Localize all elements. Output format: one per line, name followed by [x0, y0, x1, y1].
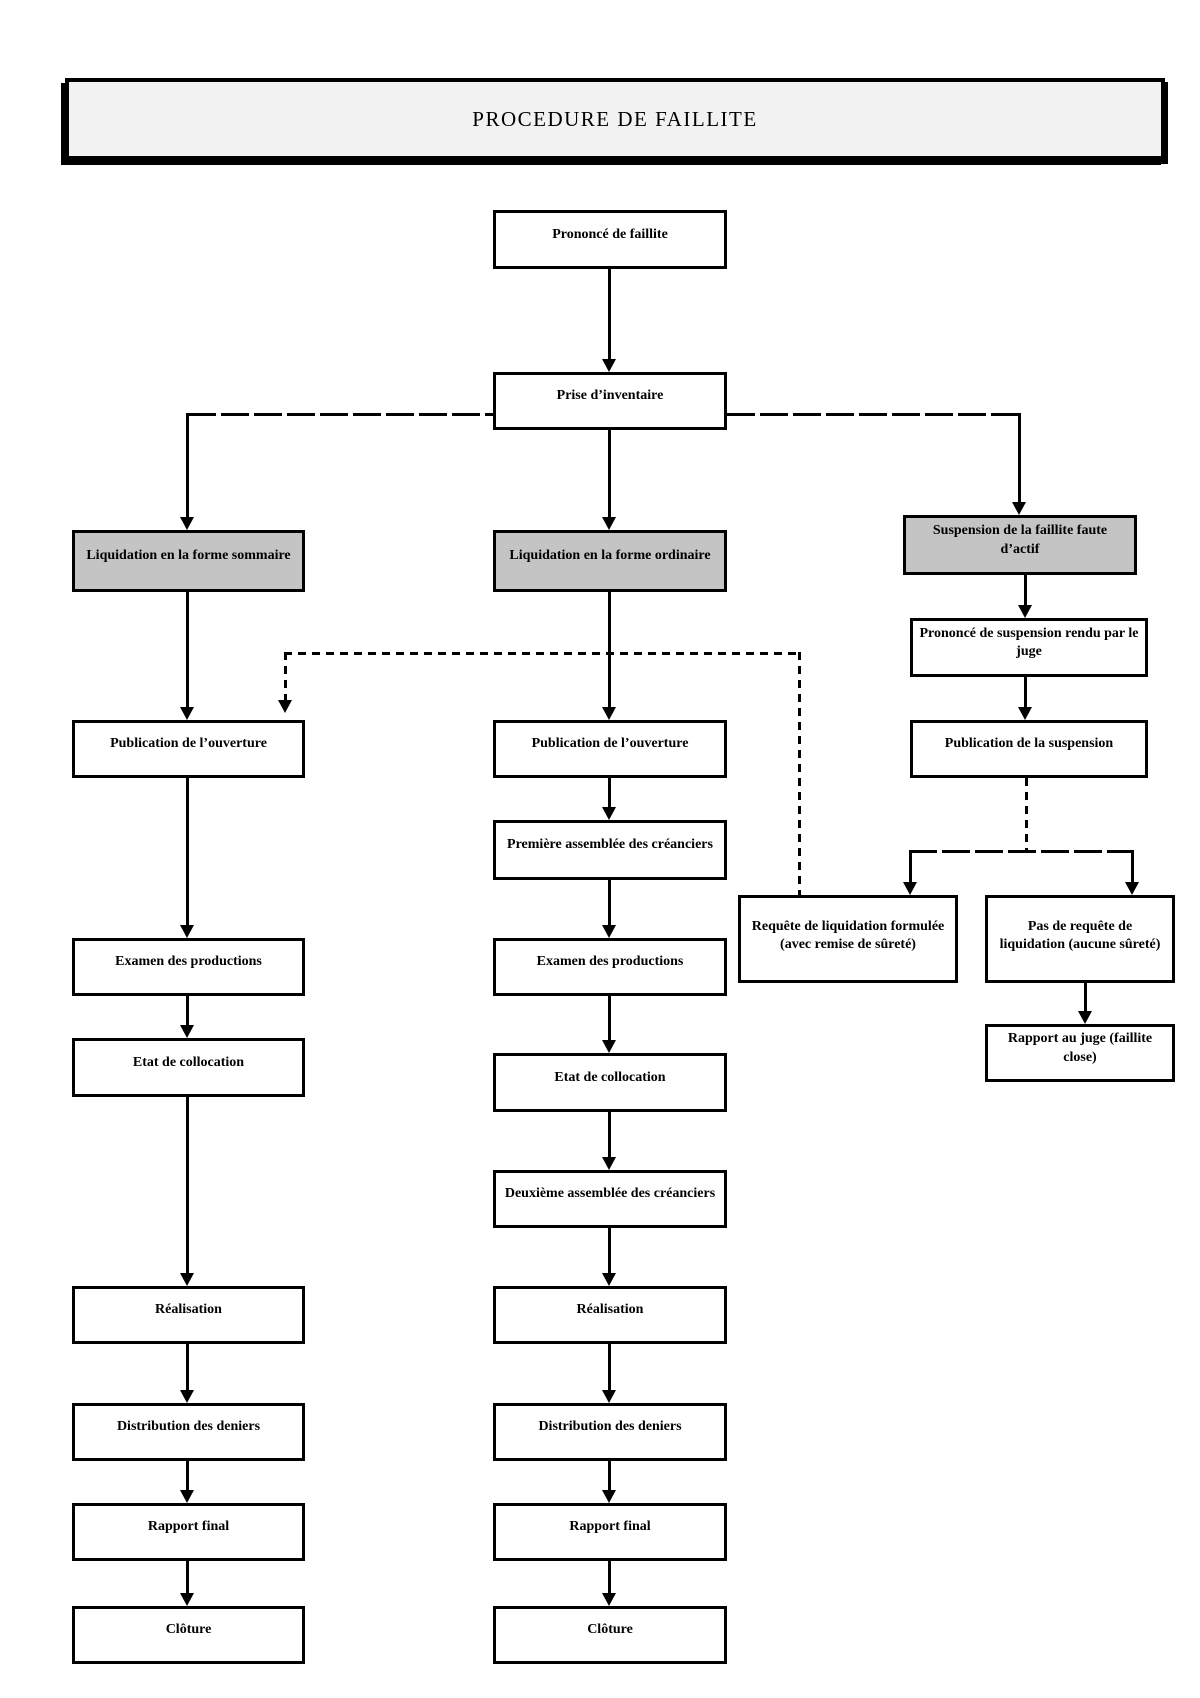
edge-rapport-cloture-ord-arrowhead: [602, 1593, 616, 1606]
edge-prononce-prise-arrowhead: [602, 359, 616, 372]
node-examen-productions-ordinaire: Examen des productions: [493, 938, 727, 996]
return-path-horizontal: [284, 652, 800, 655]
node-publication-suspension: Publication de la suspension: [910, 720, 1148, 778]
edge-prise-ordinaire-line: [608, 430, 611, 517]
node-liquidation-ordinaire: Liquidation en la forme ordinaire: [493, 530, 727, 592]
edge-publication-premiere-line: [608, 778, 611, 807]
edge-pasrequete-rapportjuge-arrowhead: [1078, 1011, 1092, 1024]
node-distribution-deniers-sommaire: Distribution des deniers: [72, 1403, 305, 1461]
edge-prise-sommaire-arrowhead: [180, 517, 194, 530]
node-premiere-assemblee: Première assemblée des créanciers: [493, 820, 727, 880]
node-rapport-au-juge: Rapport au juge (faillite close): [985, 1024, 1175, 1082]
edge-sommaire-publication-arrowhead: [180, 707, 194, 720]
edge-suspension-prononce-line: [1024, 575, 1027, 605]
edge-deuxieme-realisation-arrowhead: [602, 1273, 616, 1286]
edge-distribution-rapport-som-line: [186, 1461, 189, 1490]
node-prononce-de-faillite: Prononcé de faillite: [493, 210, 727, 269]
edge-premiere-examen-line: [608, 880, 611, 925]
node-realisation-sommaire: Réalisation: [72, 1286, 305, 1344]
node-etat-collocation-ordinaire: Etat de collocation: [493, 1053, 727, 1112]
edge-distribution-rapport-som-arrowhead: [180, 1490, 194, 1503]
edge-deuxieme-realisation-line: [608, 1228, 611, 1273]
edge-prise-suspension-line: [1018, 413, 1021, 502]
node-realisation-ordinaire: Réalisation: [493, 1286, 727, 1344]
edge-etat-realisation-som-arrowhead: [180, 1273, 194, 1286]
edge-sommaire-publication-line: [186, 592, 189, 707]
fork-left-arm-line: [909, 850, 912, 883]
node-liquidation-sommaire: Liquidation en la forme sommaire: [72, 530, 305, 592]
edge-prise-suspension-arrowhead: [1012, 502, 1026, 515]
edge-prise-ordinaire-arrowhead: [602, 517, 616, 530]
node-prise-inventaire: Prise d’inventaire: [493, 372, 727, 430]
node-requete-liquidation: Requête de liquidation formulée (avec re…: [738, 895, 958, 983]
edge-etat-deuxieme-arrowhead: [602, 1157, 616, 1170]
edge-publication-examen-som-line: [186, 778, 189, 925]
edge-ordinaire-publication-arrowhead: [602, 707, 616, 720]
edge-prise-sommaire-line: [186, 413, 189, 517]
diagram-title: PROCEDURE DE FAILLITE: [472, 106, 758, 131]
return-path-right-vertical: [798, 652, 801, 895]
edge-publication-premiere-arrowhead: [602, 807, 616, 820]
branch-line-left: [188, 413, 493, 416]
branch-line-right: [727, 413, 1019, 416]
node-deuxieme-assemblee: Deuxième assemblée des créanciers: [493, 1170, 727, 1228]
edge-examen-etat-ord-line: [608, 996, 611, 1040]
node-cloture-ordinaire: Clôture: [493, 1606, 727, 1664]
fork-right-arm-arrowhead: [1125, 882, 1139, 895]
fork-right-arm-line: [1131, 850, 1134, 883]
fork-stem-dashed-line: [1025, 778, 1028, 850]
node-prononce-suspension: Prononcé de suspension rendu par le juge: [910, 618, 1148, 677]
edge-prononce-publication-susp-arrowhead: [1018, 707, 1032, 720]
return-path-left-vertical: [284, 652, 287, 701]
node-etat-collocation-sommaire: Etat de collocation: [72, 1038, 305, 1097]
edge-etat-deuxieme-line: [608, 1112, 611, 1157]
return-path-arrowhead: [278, 700, 292, 713]
node-suspension-faillite: Suspension de la faillite faute d’actif: [903, 515, 1137, 575]
edge-examen-etat-ord-arrowhead: [602, 1040, 616, 1053]
edge-examen-etat-som-line: [186, 996, 189, 1025]
diagram-title-box: PROCEDURE DE FAILLITE: [65, 78, 1165, 160]
node-cloture-sommaire: Clôture: [72, 1606, 305, 1664]
node-rapport-final-ordinaire: Rapport final: [493, 1503, 727, 1561]
edge-distribution-rapport-ord-arrowhead: [602, 1490, 616, 1503]
edge-etat-realisation-som-line: [186, 1097, 189, 1273]
edge-realisation-distribution-ord-line: [608, 1344, 611, 1390]
edge-rapport-cloture-som-line: [186, 1561, 189, 1593]
edge-distribution-rapport-ord-line: [608, 1461, 611, 1490]
edge-prononce-prise-line: [608, 269, 611, 359]
node-rapport-final-sommaire: Rapport final: [72, 1503, 305, 1561]
edge-prononce-publication-susp-line: [1024, 677, 1027, 707]
edge-realisation-distribution-ord-arrowhead: [602, 1390, 616, 1403]
edge-pasrequete-rapportjuge-line: [1084, 983, 1087, 1011]
node-publication-ouverture-sommaire: Publication de l’ouverture: [72, 720, 305, 778]
fork-left-arm-arrowhead: [903, 882, 917, 895]
edge-premiere-examen-arrowhead: [602, 925, 616, 938]
node-examen-productions-sommaire: Examen des productions: [72, 938, 305, 996]
edge-publication-examen-som-arrowhead: [180, 925, 194, 938]
node-pas-de-requete: Pas de requête de liquidation (aucune sû…: [985, 895, 1175, 983]
node-publication-ouverture-ordinaire: Publication de l’ouverture: [493, 720, 727, 778]
edge-suspension-prononce-arrowhead: [1018, 605, 1032, 618]
edge-realisation-distribution-som-arrowhead: [180, 1390, 194, 1403]
edge-examen-etat-som-arrowhead: [180, 1025, 194, 1038]
fork-crossbar-line: [909, 850, 1134, 853]
edge-rapport-cloture-ord-line: [608, 1561, 611, 1593]
node-distribution-deniers-ordinaire: Distribution des deniers: [493, 1403, 727, 1461]
edge-rapport-cloture-som-arrowhead: [180, 1593, 194, 1606]
edge-realisation-distribution-som-line: [186, 1344, 189, 1390]
edge-ordinaire-publication-line: [608, 592, 611, 707]
